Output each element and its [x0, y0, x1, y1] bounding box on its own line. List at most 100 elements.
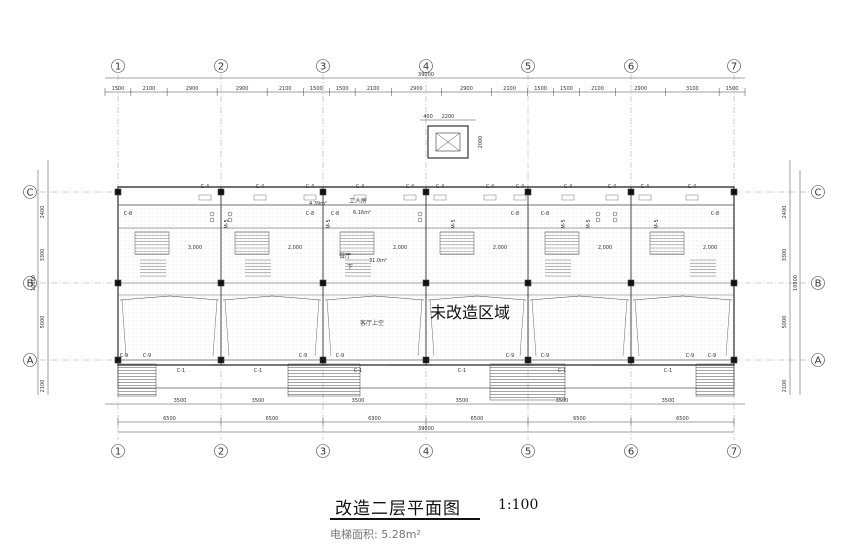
stove-burner [227, 211, 233, 217]
window-code-c4: C-4 [201, 184, 209, 190]
side-seg-dim: 5000 [40, 316, 46, 329]
bottom-axis-dim: 6500 [266, 416, 279, 422]
void-edge [224, 299, 230, 357]
stove-burner [612, 217, 618, 223]
stair-down-label: 下 [347, 264, 353, 271]
axis-label-7: 7 [731, 447, 737, 458]
window-code-c4: C-4 [436, 184, 444, 190]
top-seg-dim: 1500 [726, 86, 739, 92]
window-code-c8: C-8 [511, 211, 519, 217]
axis-bubble [811, 276, 825, 290]
fixture [353, 194, 367, 201]
window-code-c9: C-9 [506, 353, 514, 359]
fixture [303, 194, 317, 201]
elevator-dim: 400 [423, 114, 433, 120]
window-code-c4: C-4 [608, 184, 616, 190]
stair [134, 231, 170, 255]
axis-label-2: 2 [218, 447, 224, 458]
axis-bubble [214, 59, 228, 73]
axis-bubble [23, 185, 37, 199]
axis-label-2: 2 [218, 62, 224, 73]
axis-label-1: 1 [115, 447, 121, 458]
top-seg-dim: 2100 [591, 86, 604, 92]
window-code-c4: C-4 [641, 184, 649, 190]
stair [234, 231, 270, 255]
side-seg-dim: 5000 [782, 316, 788, 329]
elevator-area-note: 电梯面积: 5.28m² [330, 528, 421, 541]
window-code-c9: C-9 [541, 353, 549, 359]
axis-bubble [111, 59, 125, 73]
void-edge [622, 299, 628, 357]
drawing-title: 改造二层平面图 [335, 499, 461, 519]
structural-column [524, 279, 532, 287]
exterior-stair [117, 363, 157, 397]
axis-label-A: A [815, 356, 822, 367]
void-edge [429, 299, 435, 357]
bottom-axis-dim: 6300 [368, 416, 381, 422]
window-code-c9: C-9 [299, 353, 307, 359]
window-code-c1: C-1 [664, 368, 672, 374]
stair-tag: 2,000 [393, 245, 407, 251]
title-underline [330, 518, 480, 520]
axis-bubble [624, 444, 638, 458]
stair-tag: 2,000 [493, 245, 507, 251]
bottom-axis-dim: 6500 [471, 416, 484, 422]
structural-column [319, 279, 327, 287]
window-code-c4: C-4 [406, 184, 414, 190]
stove-burner [417, 217, 423, 223]
window-code-c4: C-4 [486, 184, 494, 190]
axis-bubble [419, 444, 433, 458]
window-code-c4: C-4 [516, 184, 524, 190]
axis-bubble [727, 444, 741, 458]
structural-column [114, 279, 122, 287]
stair-tag: 2,000 [598, 245, 612, 251]
void-edge [212, 299, 218, 357]
top-seg-dim: 2100 [143, 86, 156, 92]
bottom-seg-dim: 3500 [174, 398, 187, 404]
exterior-stair [489, 363, 566, 401]
axis-bubble [624, 59, 638, 73]
bottom-axis-dim: 6500 [676, 416, 689, 422]
window-code-c8: C-8 [711, 211, 719, 217]
axis-bubble [811, 353, 825, 367]
stove-burner [227, 217, 233, 223]
side-seg-dim: 3300 [782, 249, 788, 262]
window-code-c9: C-9 [143, 353, 151, 359]
axis-bubble [23, 353, 37, 367]
void-edge [725, 299, 731, 357]
structural-column [627, 279, 635, 287]
axis-bubble [23, 276, 37, 290]
door-code-m5: M-5 [586, 219, 592, 228]
axis-label-7: 7 [731, 62, 737, 73]
exterior-stair [695, 363, 735, 397]
exterior-stair [287, 363, 361, 397]
bottom-seg-dim: 3500 [556, 398, 569, 404]
axis-bubble [214, 444, 228, 458]
axis-bubble [316, 444, 330, 458]
window-code-c4: C-4 [256, 184, 264, 190]
window-code-c1: C-1 [254, 368, 262, 374]
stair-outline [544, 231, 580, 255]
window-code-c1: C-1 [558, 368, 566, 374]
void-label: 客厅上空 [360, 319, 384, 327]
axis-bubble [521, 444, 535, 458]
axis-bubble [521, 59, 535, 73]
window-code-c8: C-8 [306, 211, 314, 217]
structural-column [217, 188, 225, 196]
structural-column [730, 279, 738, 287]
top-seg-dim: 2900 [236, 86, 249, 92]
void-roof-line [324, 295, 425, 301]
top-seg-dim: 3100 [686, 86, 699, 92]
window-code-c8: C-8 [541, 211, 549, 217]
stair-tag: 3,000 [188, 245, 202, 251]
axis-bubble [811, 185, 825, 199]
fixture [605, 194, 619, 201]
stair-outline [439, 231, 475, 255]
axis-bubble [727, 59, 741, 73]
void-edge [314, 299, 320, 357]
axis-bubble [419, 59, 433, 73]
axis-label-4: 4 [423, 62, 429, 73]
bottom-seg-dim: 3500 [252, 398, 265, 404]
stove-burner [595, 217, 601, 223]
